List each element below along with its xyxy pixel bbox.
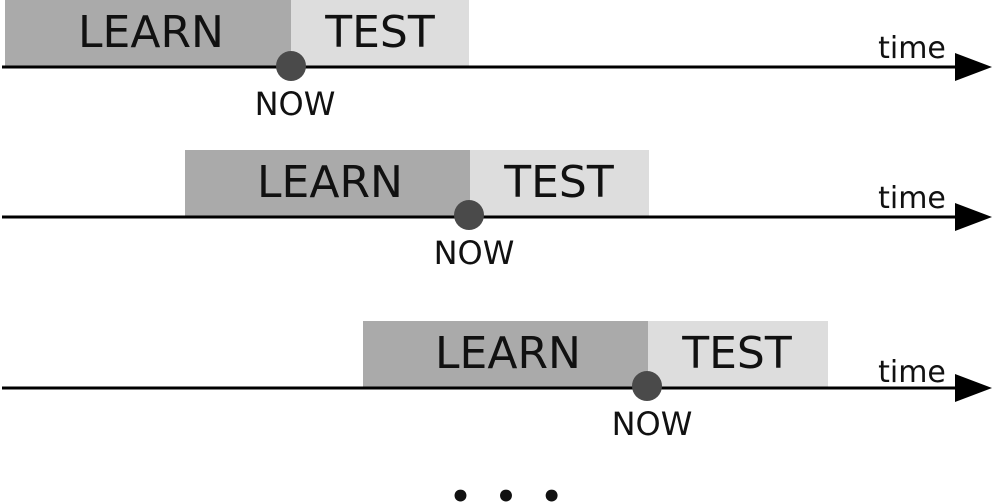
learn-window [185, 150, 470, 216]
learn-label: LEARN [435, 328, 581, 379]
learn-window [5, 0, 291, 66]
now-label: NOW [255, 85, 336, 123]
now-marker [276, 51, 306, 81]
time-axis-arrowhead-icon [955, 374, 992, 402]
timeline-row-1: LEARN TEST time NOW [2, 0, 992, 123]
now-marker [454, 200, 484, 230]
continuation-ellipsis: • • • [450, 477, 569, 503]
time-axis-label: time [878, 355, 946, 390]
time-axis-arrowhead-icon [955, 53, 992, 81]
time-axis-arrowhead-icon [955, 203, 992, 231]
test-window [291, 0, 469, 66]
now-label: NOW [434, 234, 515, 272]
timeline-row-3: LEARN TEST time NOW [2, 321, 992, 443]
learn-label: LEARN [257, 157, 403, 208]
learn-label: LEARN [78, 7, 224, 58]
test-label: TEST [503, 157, 614, 208]
test-label: TEST [324, 7, 435, 58]
test-window [470, 150, 649, 216]
time-axis-label: time [878, 31, 946, 66]
test-window [648, 321, 828, 387]
timeline-row-2: LEARN TEST time NOW [2, 150, 992, 272]
now-marker [632, 371, 662, 401]
learn-window [363, 321, 648, 387]
time-axis-label: time [878, 181, 946, 216]
now-label: NOW [612, 405, 693, 443]
test-label: TEST [681, 328, 792, 379]
